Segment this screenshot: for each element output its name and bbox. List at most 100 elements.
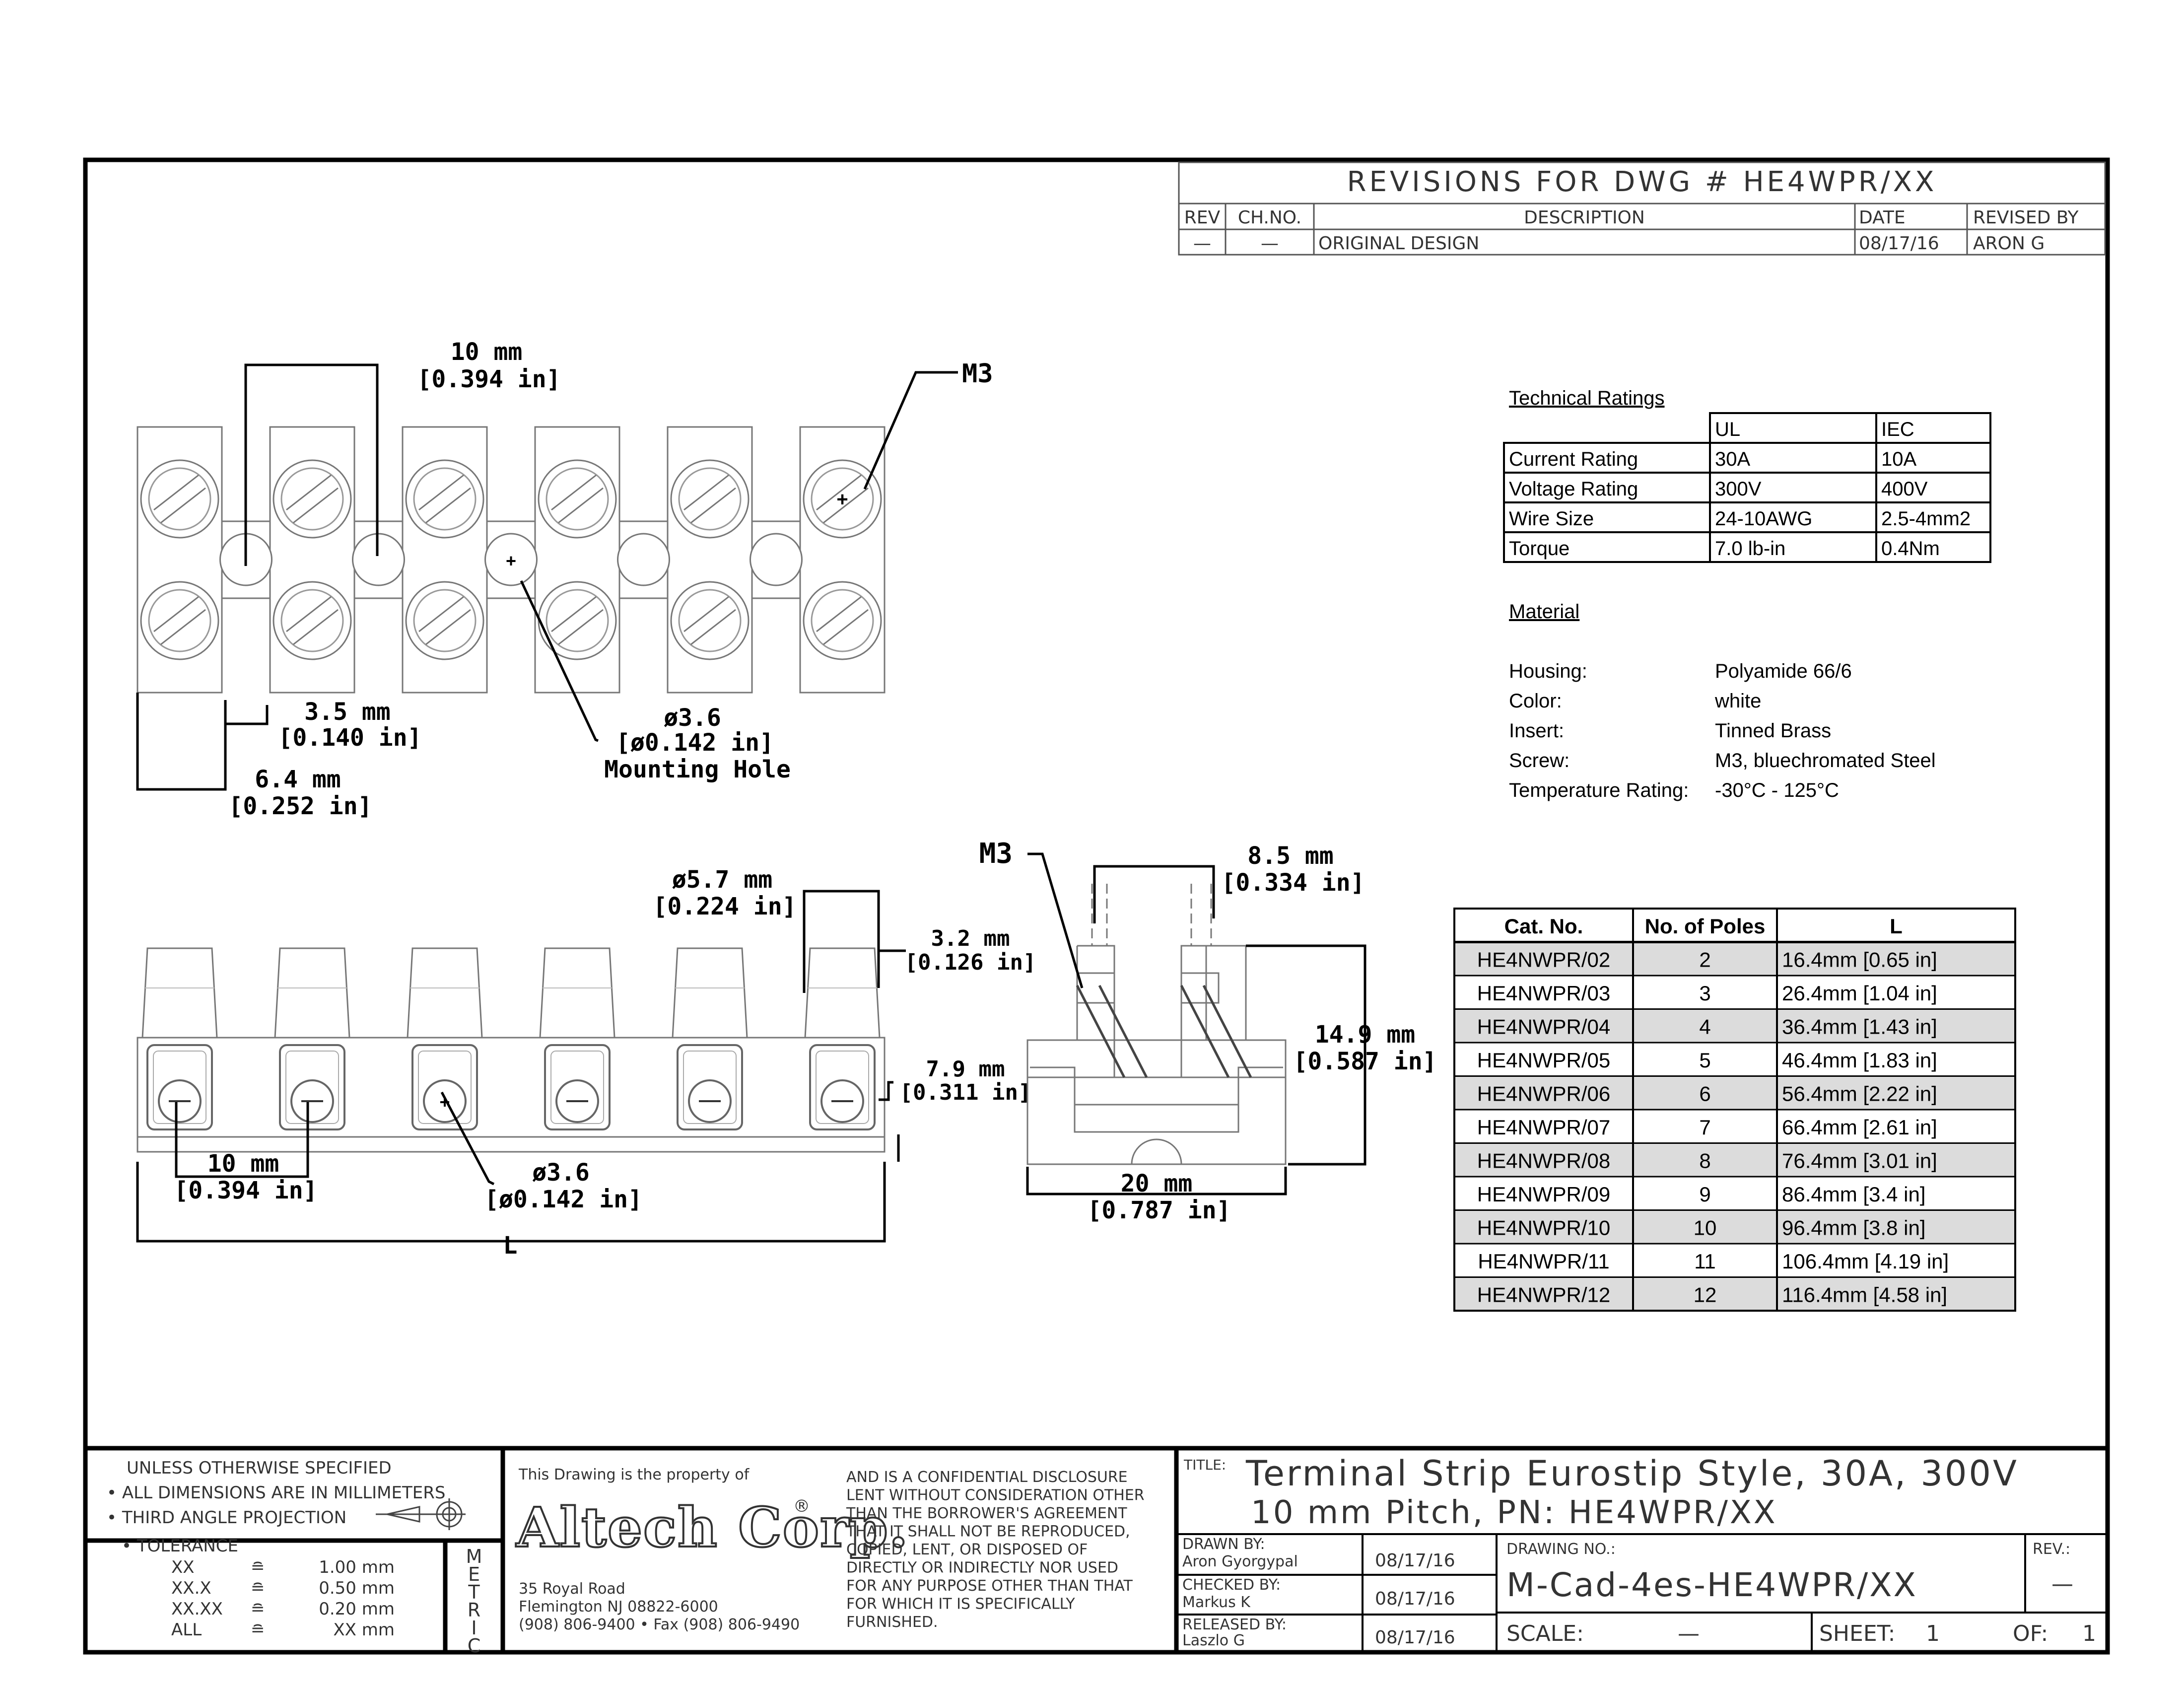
catalog-header-cat: Cat. No. (1504, 914, 1583, 938)
third-angle-projection-icon (376, 1498, 466, 1530)
top-view-dimension-lines (136, 363, 958, 791)
title-label: TITLE: (1183, 1457, 1226, 1473)
chno-header: CH.NO. (1238, 208, 1301, 228)
technical-ratings-heading: Technical Ratings (1509, 387, 1665, 409)
d20-dim-in: [0.787 in] (1088, 1196, 1231, 1224)
front-hole-dim-in: [ø0.142 in] (484, 1186, 642, 1213)
metric-letter: M (466, 1546, 482, 1567)
revised-by-header: REVISED BY (1973, 208, 2079, 228)
plus-mark: + (439, 1092, 450, 1112)
hole-dim-mm: ø3.6 (664, 704, 721, 732)
screw-head (538, 581, 617, 660)
wire-entry (279, 1044, 345, 1130)
top-view-screws: + (140, 459, 882, 660)
terminal-cap (274, 947, 350, 1038)
catalog-header-poles: No. of Poles (1645, 914, 1766, 938)
length-dim-label: L (503, 1232, 518, 1260)
d35-dim-in: [0.140 in] (278, 724, 422, 752)
metric-letter: I (471, 1617, 477, 1639)
rating-label: Current Rating (1509, 448, 1638, 470)
metric-letter: C (468, 1635, 481, 1657)
mounting-hole-label: Mounting Hole (604, 756, 791, 783)
plus-mark: + (836, 489, 848, 510)
description-value: ORIGINAL DESIGN (1318, 233, 1479, 254)
material-value: white (1714, 690, 1761, 712)
note-line: • THIRD ANGLE PROJECTION (107, 1508, 346, 1528)
catalog-length: 66.4mm [2.61 in] (1782, 1116, 1937, 1139)
tolerance-symbol: ≘ (251, 1557, 265, 1577)
sheet-number: 1 (1926, 1621, 1940, 1646)
hole-dim-in: [ø0.142 in] (616, 729, 774, 757)
address-line: (908) 806-9400 • Fax (908) 806-9490 (519, 1616, 800, 1633)
confidential-line: FURNISHED. (846, 1614, 938, 1631)
catalog-length: 16.4mm [0.65 in] (1782, 948, 1937, 972)
sheet-border (83, 157, 2110, 1655)
tolerance-symbol: ≘ (251, 1599, 265, 1619)
rating-ul-value: 7.0 lb-in (1715, 538, 1785, 560)
screw-head (140, 459, 219, 539)
tolerance-format: XX.X (171, 1578, 211, 1598)
d64-dim-in: [0.252 in] (229, 792, 372, 820)
rating-ul-value: 300V (1715, 478, 1762, 500)
d35-dim-mm: 3.5 mm (304, 698, 390, 726)
rating-iec-value: 10A (1881, 448, 1916, 470)
catalog-row-shade (1454, 1009, 2015, 1043)
screw-head (273, 581, 352, 660)
date-value: 08/17/16 (1859, 233, 1939, 254)
d32-dim-in: [0.126 in] (905, 950, 1036, 975)
d20-dim-mm: 20 mm (1121, 1170, 1193, 1197)
front-view-dimension-lines (136, 890, 906, 1243)
rating-ul-value: 30A (1715, 448, 1750, 470)
catalog-row-shade (1454, 1277, 2015, 1311)
catalog-poles: 6 (1699, 1082, 1710, 1106)
d79-dim-mm: 7.9 mm (926, 1056, 1005, 1082)
plus-mark: + (506, 551, 516, 571)
mounting-hole (750, 533, 803, 586)
wire-entry (146, 1044, 213, 1130)
tolerance-value: XX mm (333, 1620, 395, 1640)
rating-ul-value: 24-10AWG (1715, 508, 1812, 530)
released-by-label: RELEASED BY: (1182, 1616, 1287, 1633)
metric-letter: E (468, 1563, 480, 1585)
terminal-cap (141, 947, 218, 1038)
material-heading: Material (1509, 601, 1579, 623)
catalog-poles: 11 (1694, 1250, 1716, 1273)
wire-entry: + (411, 1044, 478, 1130)
confidential-line: DIRECTLY OR INDIRECTLY NOR USED (846, 1559, 1118, 1577)
material-value: Polyamide 66/6 (1715, 660, 1852, 682)
scale-value: — (1678, 1621, 1700, 1646)
catalog-row-shade (1454, 1143, 2015, 1177)
released-date: 08/17/16 (1375, 1627, 1455, 1648)
drawing-title-line1: Terminal Strip Eurostip Style, 30A, 300V (1245, 1453, 2019, 1494)
side-view-dimension-lines (1026, 852, 1366, 1196)
scale-label: SCALE: (1506, 1621, 1584, 1646)
material-value: -30°C - 125°C (1715, 779, 1839, 801)
tolerance-value: 0.50 mm (319, 1578, 395, 1598)
catalog-row-shade (1454, 1076, 2015, 1110)
catalog-poles: 4 (1699, 1015, 1710, 1039)
metric-letter: T (468, 1581, 480, 1603)
drawing-number: M-Cad-4es-HE4WPR/XX (1506, 1566, 1917, 1604)
top-view-holes: + (219, 533, 803, 586)
catalog-cat-no: HE4NWPR/07 (1477, 1116, 1610, 1139)
front-view-base (136, 1037, 886, 1138)
catalog-length: 96.4mm [3.8 in] (1782, 1216, 1925, 1240)
tolerance-format: XX (171, 1557, 195, 1577)
drawing-title-line2: 10 mm Pitch, PN: HE4WPR/XX (1251, 1494, 1777, 1531)
d149-dim-mm: 14.9 mm (1315, 1021, 1415, 1049)
catalog-length: 36.4mm [1.43 in] (1782, 1015, 1937, 1039)
d149-dim-in: [0.587 in] (1294, 1048, 1437, 1075)
catalog-row-shade (1454, 1210, 2015, 1244)
revisions-table (1178, 161, 2106, 256)
checked-by-name: Markus K (1182, 1594, 1251, 1611)
d85-dim-mm: 8.5 mm (1247, 842, 1333, 870)
catalog-length: 46.4mm [1.83 in] (1782, 1049, 1937, 1072)
rating-label: Wire Size (1509, 508, 1594, 530)
rating-label: Voltage Rating (1509, 478, 1638, 500)
sheet-label: SHEET: (1819, 1621, 1895, 1646)
d32-dim-mm: 3.2 mm (931, 926, 1010, 951)
material-label: Screw: (1509, 750, 1570, 772)
catalog-cat-no: HE4NWPR/08 (1477, 1149, 1610, 1173)
screw-head (670, 581, 750, 660)
